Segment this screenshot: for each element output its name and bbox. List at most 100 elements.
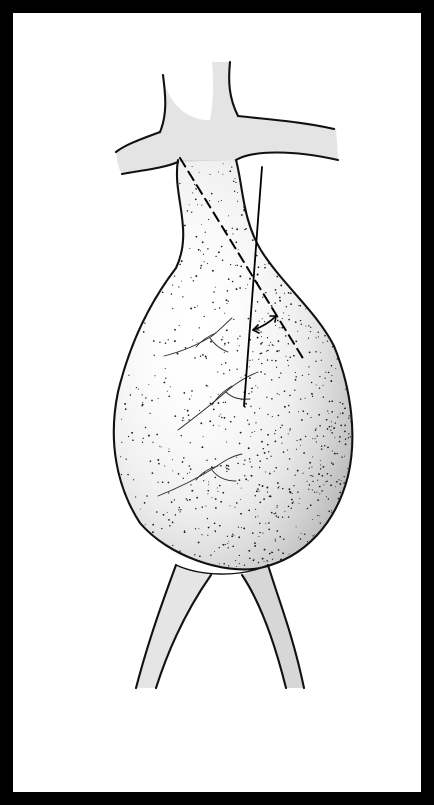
stipple-dot [280,427,281,428]
stipple-dot [282,552,284,554]
stipple-dot [274,198,275,199]
stipple-dot [284,406,286,408]
stipple-dot [158,463,160,465]
stipple-dot [312,257,313,258]
stipple-dot [306,269,307,270]
stipple-dot [178,555,179,556]
stipple-dot [291,508,292,509]
stipple-dot [168,548,170,550]
stipple-dot [118,539,119,540]
stipple-dot [240,266,242,268]
stipple-dot [349,216,350,217]
stipple-dot [205,356,207,358]
stipple-dot [284,161,286,163]
stipple-dot [355,312,357,314]
stipple-dot [354,431,355,432]
stipple-dot [321,490,323,492]
stipple-dot [328,223,329,224]
stipple-dot [338,479,339,480]
stipple-dot [251,388,253,390]
stipple-dot [337,172,338,173]
stipple-dot [239,287,241,289]
stipple-dot [343,482,345,484]
stipple-dot [318,473,320,475]
stipple-dot [344,456,345,457]
stipple-dot [288,277,289,278]
stipple-dot [318,568,320,570]
stipple-dot [131,432,133,434]
stipple-dot [339,211,341,213]
stipple-dot [144,323,145,324]
stipple-dot [244,565,245,566]
stipple-dot [230,505,231,506]
stipple-dot [172,470,173,471]
stipple-dot [330,556,331,557]
stipple-dot [358,464,360,466]
stipple-dot [321,565,322,566]
stipple-dot [126,543,128,545]
stipple-dot [300,445,301,446]
stipple-dot [250,167,251,168]
stipple-dot [268,225,270,227]
stipple-dot [320,352,321,353]
stipple-dot [267,434,269,436]
stipple-dot [208,481,209,482]
stipple-dot [116,537,118,539]
stipple-dot [274,302,275,303]
stipple-dot [217,371,218,372]
stipple-dot [345,389,346,390]
stipple-dot [353,362,354,363]
stipple-dot [289,411,290,412]
stipple-dot [259,502,261,504]
stipple-dot [350,197,351,198]
stipple-dot [285,271,287,273]
stipple-dot [232,233,233,234]
stipple-dot [217,402,219,404]
stipple-dot [207,248,208,249]
stipple-dot [132,563,133,564]
stipple-dot [228,469,229,470]
stipple-dot [252,432,253,433]
stipple-dot [327,323,328,324]
stipple-dot [217,491,218,492]
stipple-dot [283,207,284,208]
stipple-dot [312,535,313,536]
stipple-dot [268,350,269,351]
stipple-dot [345,281,346,282]
stipple-dot [159,446,160,447]
stipple-dot [179,325,180,326]
stipple-dot [207,386,208,387]
stipple-dot [275,513,276,514]
stipple-dot [140,509,141,510]
stipple-dot [314,227,315,228]
stipple-dot [348,417,349,418]
stipple-dot [255,220,256,221]
stipple-dot [324,324,325,325]
stipple-dot [136,563,137,564]
stipple-dot [135,213,136,214]
stipple-dot [226,303,227,304]
stipple-dot [191,390,193,392]
stipple-dot [321,360,322,361]
stipple-dot [130,311,131,312]
stipple-dot [347,504,348,505]
stipple-dot [200,265,202,267]
stipple-dot [331,411,333,413]
stipple-dot [174,415,176,417]
stipple-dot [152,524,154,526]
stipple-dot [345,235,346,236]
stipple-dot [125,408,127,410]
stipple-dot [323,167,324,168]
stipple-dot [237,483,238,484]
stipple-dot [358,360,359,361]
stipple-dot [312,301,314,303]
stipple-dot [129,226,131,228]
stipple-dot [314,534,315,535]
stipple-dot [232,228,233,229]
stipple-dot [352,266,354,268]
stipple-dot [218,251,220,253]
stipple-dot [325,481,326,482]
stipple-dot [309,467,310,468]
stipple-dot [191,490,193,492]
stipple-dot [311,467,312,468]
